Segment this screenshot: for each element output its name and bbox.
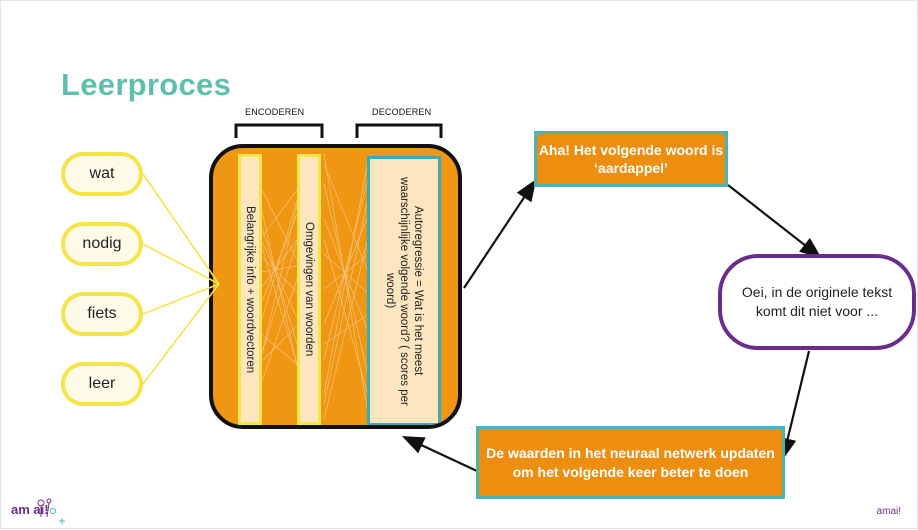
arrow-to-feedback [727, 184, 822, 259]
decoder-bracket [355, 123, 443, 138]
arrow-to-network [402, 436, 478, 472]
encoder-layer-2: Omgevingen van woorden [297, 154, 321, 425]
encoder-label: ENCODEREN [245, 107, 305, 117]
amai-logo-text: am ai! [11, 502, 49, 517]
slide-title: Leerproces [61, 67, 232, 102]
encoder-layer-1-label: Belangrijke info + woordvectoren [244, 205, 256, 374]
update-box: De waarden in het neuraal netwerk update… [476, 426, 785, 499]
decoder-layer: Autoregressie = Wat is het meest waarsch… [367, 156, 441, 425]
input-word-wat: wat [61, 152, 143, 196]
encoder-layer-2-label: Omgevingen van woorden [303, 222, 315, 357]
input-lines [142, 173, 220, 385]
input-word-nodig: nodig [61, 222, 143, 266]
input-word-leer: leer [61, 362, 143, 406]
encoder-layer-1: Belangrijke info + woordvectoren [238, 154, 262, 425]
neural-network-box: Belangrijke info + woordvectoren Omgevin… [209, 144, 462, 429]
decoder-label: DECODEREN [372, 107, 432, 117]
decoder-layer-label: Autoregressie = Wat is het meest waarsch… [384, 176, 424, 406]
footer-brand: amai! [876, 506, 901, 517]
feedback-bubble: Oei, in de originele tekst komt dit niet… [718, 254, 916, 350]
encoder-bracket [234, 123, 324, 138]
prediction-box: Aha! Het volgende woord is ‘aardappel’ [534, 131, 728, 187]
input-word-fiets: fiets [61, 292, 143, 336]
arrow-to-prediction [463, 179, 537, 289]
amai-logo-icon [37, 498, 65, 524]
arrow-to-update [779, 350, 811, 461]
